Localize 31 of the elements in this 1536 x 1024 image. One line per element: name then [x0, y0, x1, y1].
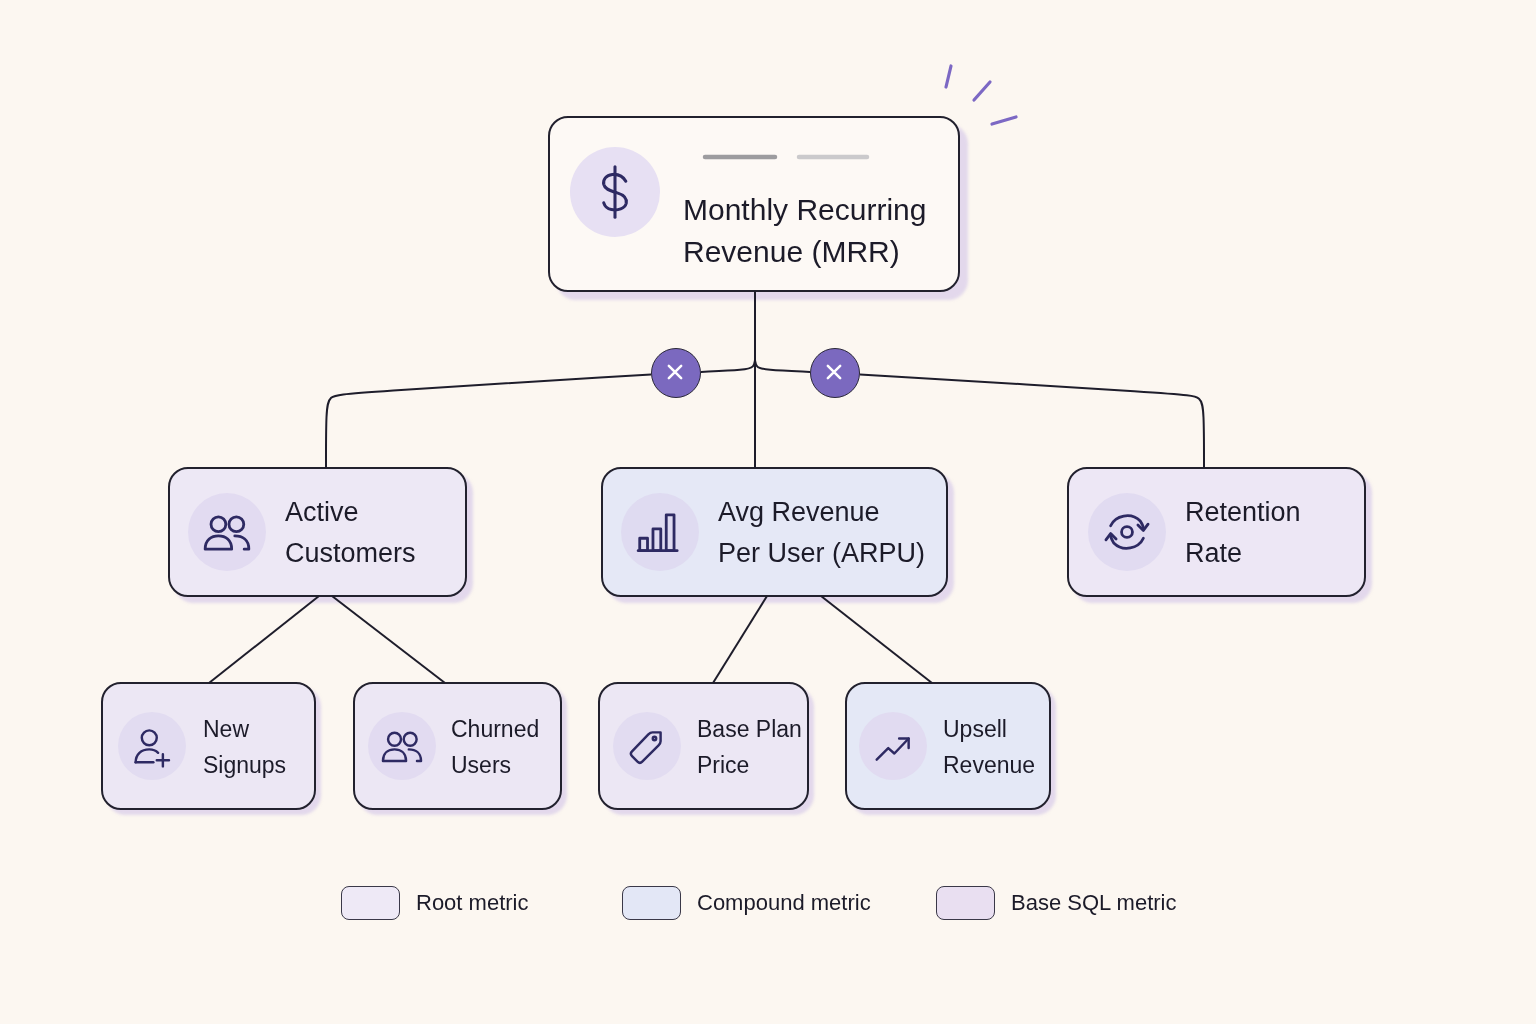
- operator-circle: [810, 348, 860, 398]
- legend-label: Compound metric: [697, 889, 871, 917]
- legend-label: Root metric: [416, 889, 529, 917]
- metric-label: Base Plan Price: [697, 715, 803, 780]
- metric-label: Upsell Revenue: [943, 715, 1037, 780]
- metric-card: [548, 116, 960, 292]
- connector-line: [754, 359, 811, 373]
- connector-line: [712, 595, 768, 684]
- metric-label: New Signups: [203, 715, 288, 780]
- metric-card: [845, 682, 1051, 810]
- metric-card: [601, 467, 948, 597]
- metric-card: [598, 682, 809, 810]
- legend-label: Base SQL metric: [1011, 889, 1177, 917]
- connector-line: [820, 595, 933, 684]
- metric-card: [101, 682, 316, 810]
- metric-label: Retention Rate: [1185, 496, 1302, 570]
- metric-card: [1067, 467, 1366, 597]
- metric-card: [353, 682, 562, 810]
- connector-line: [325, 373, 653, 469]
- metric-label: Churned Users: [451, 715, 541, 780]
- connector-line: [700, 359, 756, 373]
- connector-line: [858, 373, 1205, 469]
- connector-line: [754, 359, 756, 469]
- metric-card: [168, 467, 467, 597]
- connector-line: [208, 595, 320, 684]
- operator-circle: [651, 348, 701, 398]
- connector-line: [331, 595, 446, 684]
- metric-label: Active Customers: [285, 496, 417, 570]
- connector-line: [754, 290, 756, 361]
- metric-label: Monthly Recurring Revenue (MRR): [683, 192, 928, 270]
- metric-label: Avg Revenue Per User (ARPU): [718, 496, 927, 570]
